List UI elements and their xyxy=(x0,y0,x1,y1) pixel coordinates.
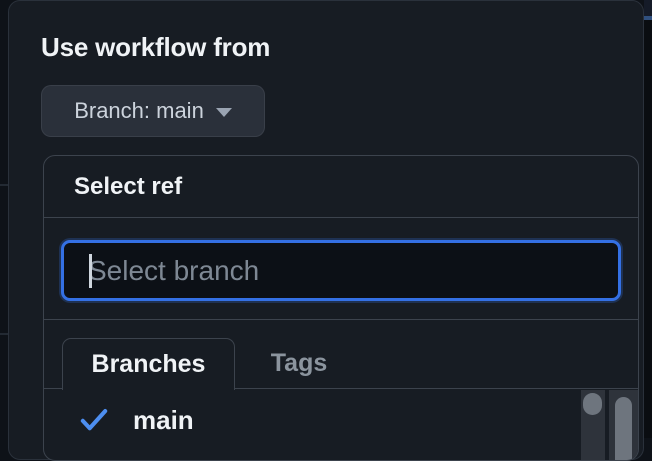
tab-branches[interactable]: Branches xyxy=(62,338,235,390)
branch-selector-button[interactable]: Branch: main xyxy=(41,85,265,137)
popover-scrollbar-track[interactable] xyxy=(609,390,638,460)
chevron-down-icon xyxy=(215,108,232,117)
branch-search-input[interactable] xyxy=(64,243,618,298)
ref-type-tabs: Branches Tags xyxy=(44,320,638,390)
page-blue-edge xyxy=(644,16,652,20)
popover-scrollbar-thumb[interactable] xyxy=(615,397,632,460)
page-background-strip xyxy=(644,0,652,438)
tab-branches-label: Branches xyxy=(91,350,206,378)
use-workflow-from-title: Use workflow from xyxy=(41,32,271,62)
branch-list: main xyxy=(44,389,638,451)
list-scrollbar-thumb[interactable] xyxy=(583,393,602,415)
page-background-divider xyxy=(0,333,9,335)
tab-tags[interactable]: Tags xyxy=(239,338,359,388)
page-background-divider xyxy=(0,184,9,186)
text-cursor xyxy=(89,254,92,288)
branch-name: main xyxy=(133,404,194,435)
tabs-divider xyxy=(44,388,638,389)
branch-list-item[interactable]: main xyxy=(44,389,638,451)
branch-search-field xyxy=(61,240,621,301)
tab-tags-label: Tags xyxy=(270,348,328,377)
branch-search-section xyxy=(44,218,638,320)
page-background-block xyxy=(644,0,652,16)
run-workflow-dropdown: Use workflow from Branch: main Select re… xyxy=(8,0,644,461)
select-ref-title: Select ref xyxy=(44,156,638,218)
check-icon xyxy=(80,409,108,431)
list-scrollbar-track[interactable] xyxy=(581,390,605,460)
select-ref-popover: Select ref Branches Tags main xyxy=(43,155,639,461)
branch-selector-label: Branch: main xyxy=(74,98,204,123)
